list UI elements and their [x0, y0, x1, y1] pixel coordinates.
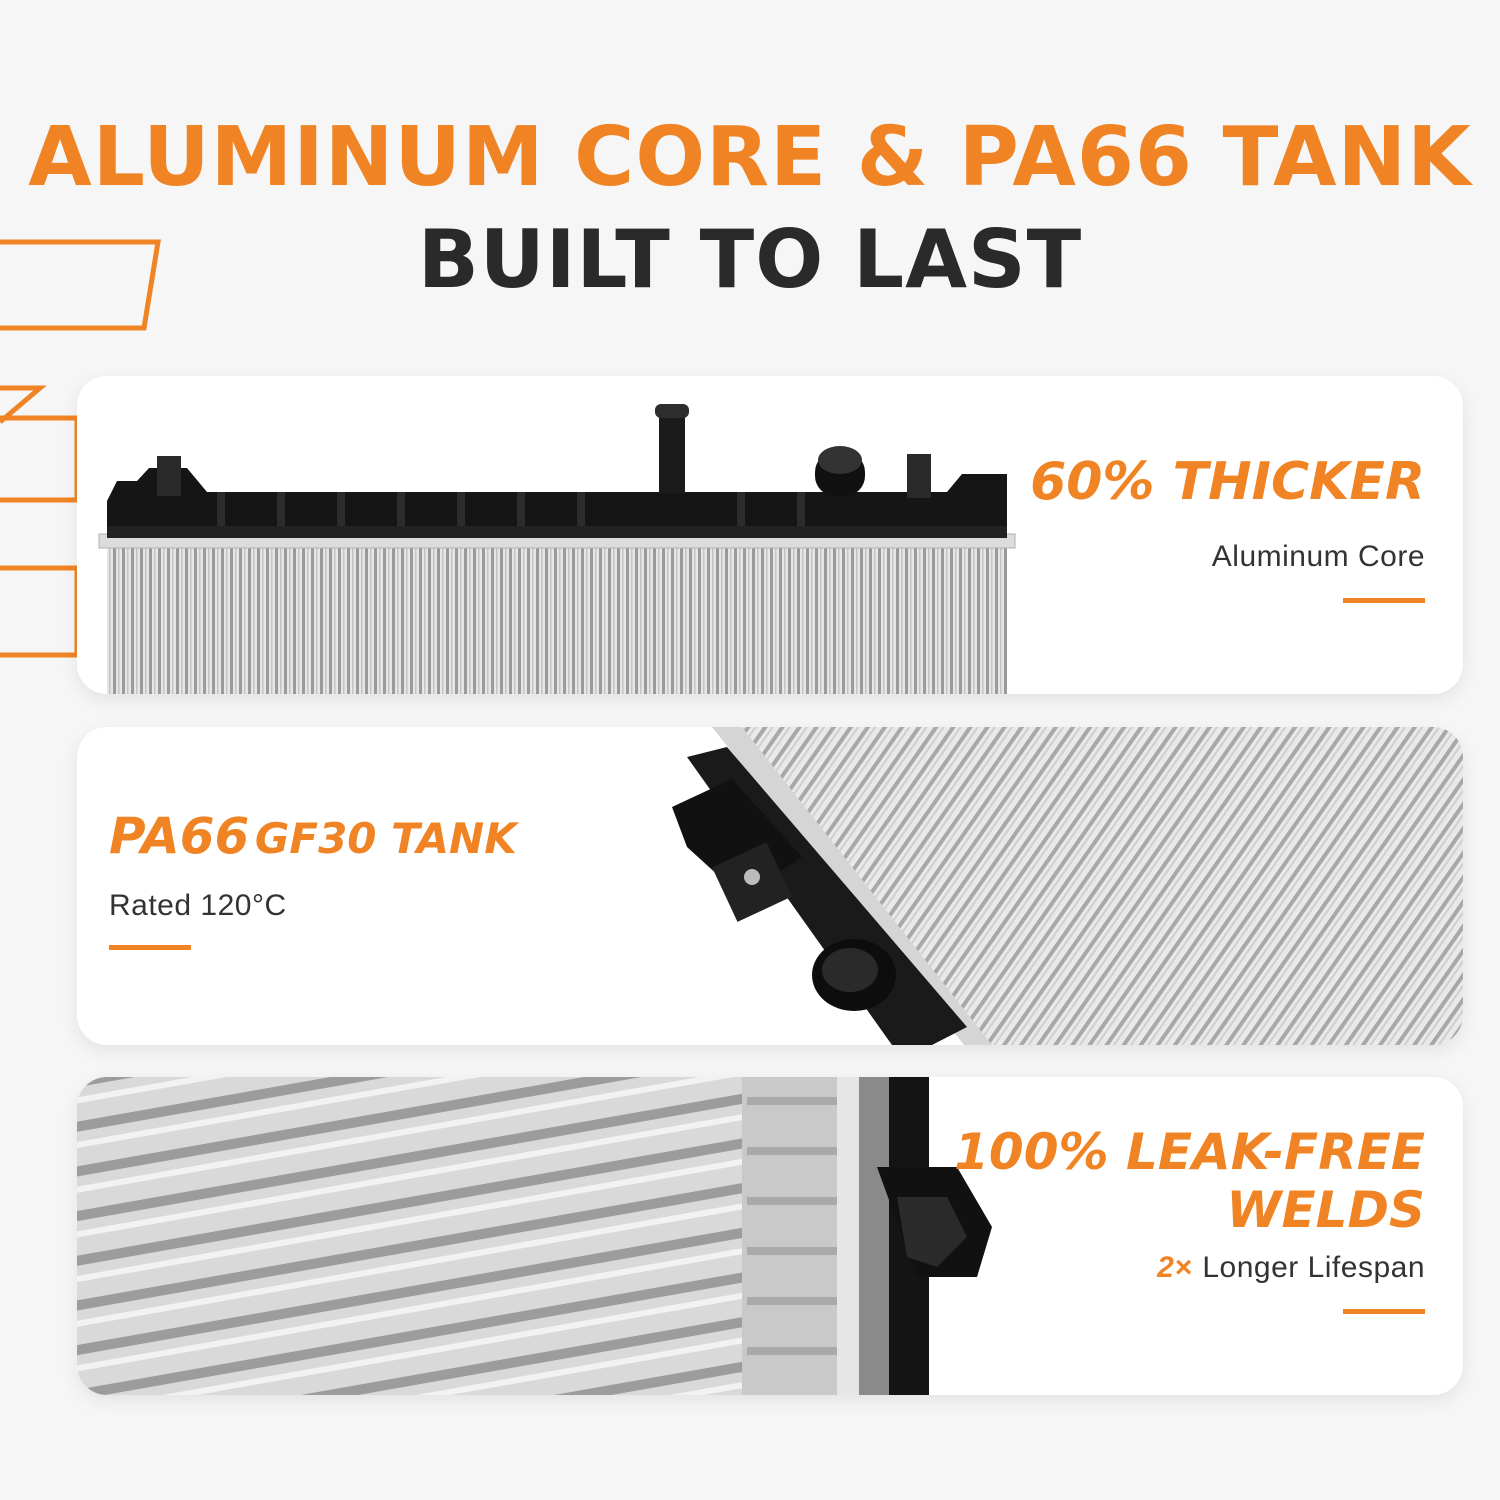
feature-subtitle: Aluminum Core — [1211, 540, 1425, 573]
feature-card-thicker-core: 60% THICKER Aluminum Core — [77, 376, 1463, 694]
feature-card-welds: 100% LEAK-FREE WELDS 2× Longer Lifespan — [77, 1077, 1463, 1395]
feature-subtitle: 2× Longer Lifespan — [1157, 1251, 1425, 1285]
accent-underline — [1343, 1309, 1425, 1314]
feature-title-rest: GF30 TANK — [254, 814, 517, 863]
headline: ALUMINUM CORE & PA66 TANK — [28, 110, 1472, 205]
feature-subtitle: Rated 120°C — [109, 889, 287, 922]
feature-card-tank: PA66 GF30 TANK Rated 120°C — [77, 727, 1463, 1045]
radiator-side-tank-image — [672, 727, 1463, 1045]
subheadline: BUILT TO LAST — [417, 213, 1083, 306]
radiator-weld-closeup-image — [77, 1077, 992, 1395]
radiator-top-tank-image — [98, 404, 1016, 694]
multiplier-badge: 2× — [1157, 1251, 1193, 1284]
feature-subtitle-text: Longer Lifespan — [1202, 1251, 1425, 1284]
feature-title: PA66 GF30 TANK — [109, 807, 517, 865]
accent-underline — [1343, 598, 1425, 603]
accent-underline — [109, 945, 191, 950]
feature-title-line1: 100% LEAK-FREE — [954, 1123, 1425, 1181]
feature-title-line2: WELDS — [1226, 1181, 1425, 1239]
feature-title-main: PA66 — [109, 807, 250, 865]
feature-title: 60% THICKER — [1030, 452, 1425, 512]
